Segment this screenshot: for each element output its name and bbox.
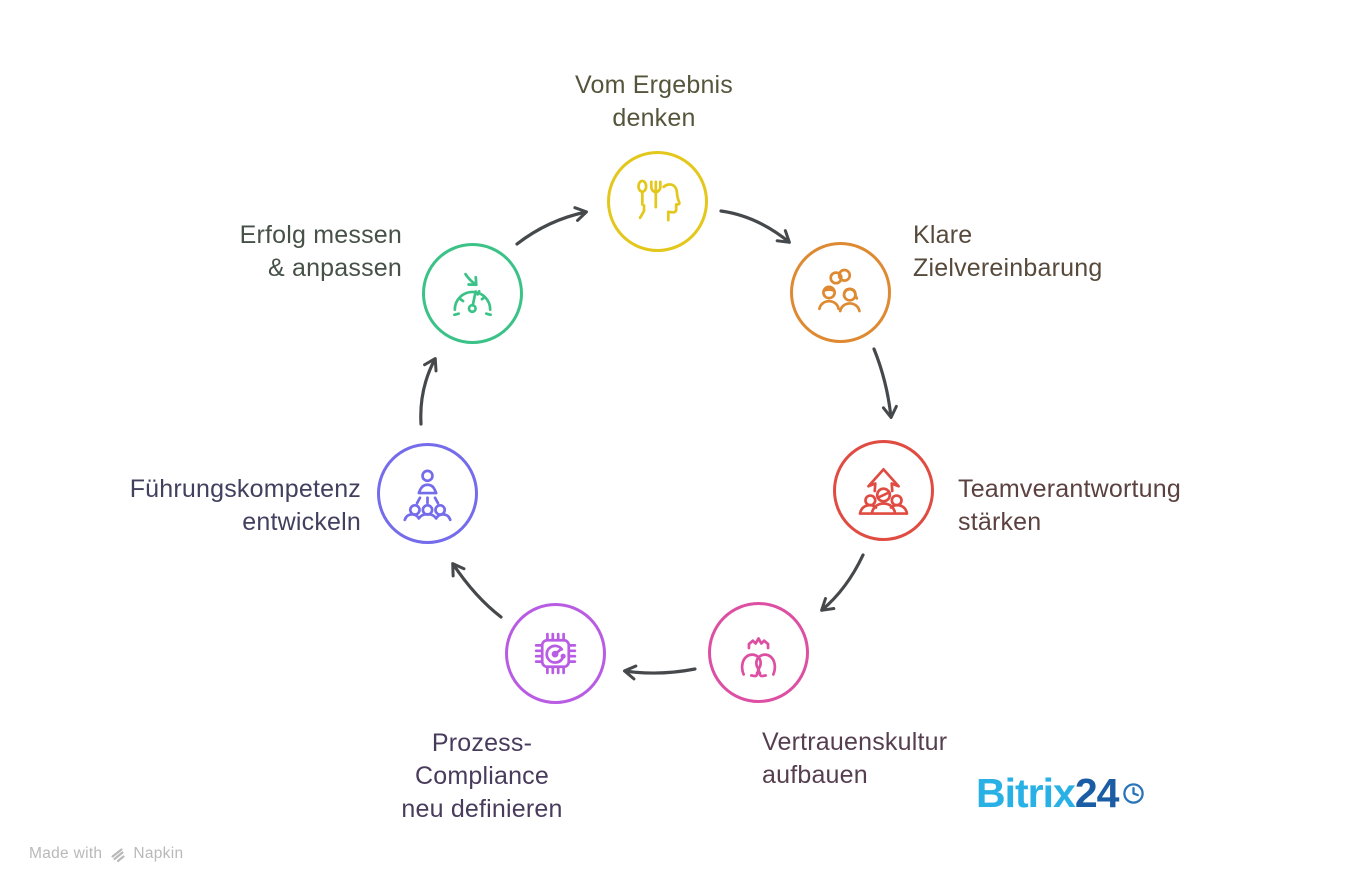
label-vertrauenskultur-aufbauen: Vertrauenskultur aufbauen xyxy=(762,726,1062,792)
napkin-watermark: Made with Napkin xyxy=(29,845,183,863)
label-line: entwickeln xyxy=(242,508,361,536)
arrow-klare-to-team xyxy=(872,347,898,419)
arrow-erfolg-to-ergebnis xyxy=(515,206,588,246)
label-klare-zielvereinbarung: Klare Zielvereinbarung xyxy=(913,219,1213,285)
chip-gauge-icon xyxy=(534,632,577,675)
label-line: Vom Ergebnis xyxy=(574,71,734,99)
label-prozess-compliance: Prozess- Compliance neu definieren xyxy=(322,727,642,826)
node-vom-ergebnis-denken xyxy=(607,151,708,252)
team-up-arrow-icon xyxy=(858,468,909,515)
clock-icon xyxy=(1123,783,1145,804)
bitrix24-logo-light: Bitrix xyxy=(976,770,1076,816)
label-line: Klare xyxy=(913,221,973,249)
node-fuehrungskompetenz xyxy=(377,443,478,544)
arrow-fuehrung-to-erfolg xyxy=(419,357,438,426)
head-utensils-icon xyxy=(637,179,681,222)
arrow-prozess-to-fuehrung xyxy=(451,562,503,619)
node-erfolg-messen xyxy=(422,243,523,344)
label-teamverantwortung-staerken: Teamverantwortung stärken xyxy=(958,473,1288,539)
label-erfolg-messen: Erfolg messen & anpassen xyxy=(102,219,402,285)
node-prozess-compliance xyxy=(505,603,606,704)
label-line: Führungskompetenz xyxy=(129,475,361,503)
label-line: aufbauen xyxy=(762,761,868,789)
bitrix24-logo: Bitrix 24 xyxy=(976,771,1145,815)
node-vertrauenskultur-aufbauen xyxy=(708,602,809,703)
arrow-ergebnis-to-klare xyxy=(719,209,791,244)
label-line: Prozess- xyxy=(431,729,533,757)
label-vom-ergebnis-denken: Vom Ergebnis denken xyxy=(494,69,814,135)
node-klare-zielvereinbarung xyxy=(790,242,891,343)
node-teamverantwortung-staerken xyxy=(833,440,934,541)
label-line: & anpassen xyxy=(267,254,402,282)
label-line: denken xyxy=(612,104,696,132)
bitrix24-logo-dark: 24 xyxy=(1074,770,1120,816)
label-line: Teamverantwortung xyxy=(958,475,1181,503)
people-rings-icon xyxy=(818,268,861,313)
watermark-brand: Napkin xyxy=(133,845,184,862)
label-line: neu definieren xyxy=(401,795,563,823)
label-line: Erfolg messen xyxy=(239,221,402,249)
arrow-team-to-vertrauen xyxy=(820,553,865,612)
leader-team-icon xyxy=(403,469,452,522)
arrow-vertrauen-to-prozess xyxy=(623,664,697,681)
profiles-crown-icon xyxy=(740,637,777,678)
watermark-prefix: Made with xyxy=(29,845,103,862)
label-line: Vertrauenskultur xyxy=(762,728,948,756)
gauge-arrow-icon xyxy=(453,272,492,317)
napkin-icon xyxy=(111,847,125,862)
label-line: Compliance xyxy=(414,762,549,790)
label-line: stärken xyxy=(958,508,1042,536)
label-line: Zielvereinbarung xyxy=(913,254,1103,282)
label-fuehrungskompetenz: Führungskompetenz entwickeln xyxy=(21,473,361,539)
